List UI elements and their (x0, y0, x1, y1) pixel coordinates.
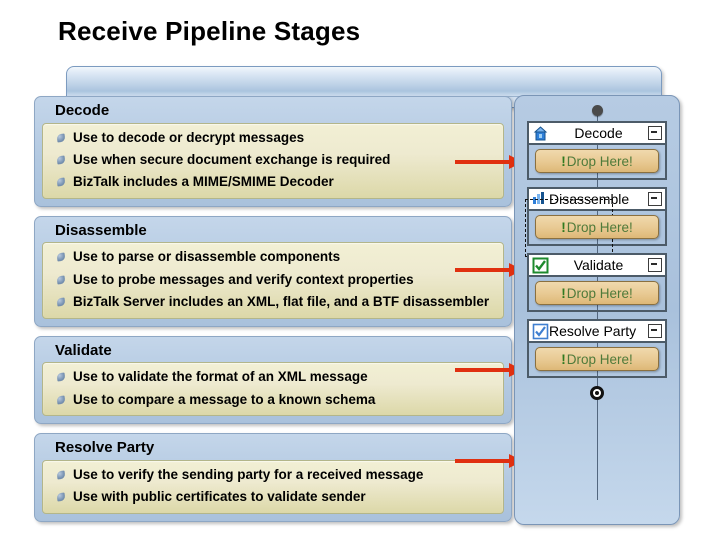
start-node-icon (591, 104, 603, 116)
pipeline-start-node (527, 102, 667, 118)
pipeline-stage-resolve-party[interactable]: Resolve Party (527, 319, 667, 343)
bullet-icon (56, 132, 66, 143)
collapse-toggle-disassemble[interactable] (648, 192, 662, 206)
drop-zone-decode[interactable]: !Drop Here! (527, 145, 667, 180)
pipeline-stage-disassemble[interactable]: Disassemble (527, 187, 667, 211)
drop-here-target-disassemble[interactable]: !Drop Here! (535, 215, 659, 239)
drop-zone-disassemble[interactable]: !Drop Here! (525, 199, 667, 257)
end-node-icon (590, 386, 604, 400)
stage-bullet-box: Use to verify the sending party for a re… (42, 459, 504, 514)
bullet-text: Use to decode or decrypt messages (73, 129, 305, 145)
resolve-party-icon (532, 323, 549, 340)
stage-bullet-box: Use to validate the format of an XML mes… (42, 362, 504, 417)
pipeline-stage-validate[interactable]: Validate (527, 253, 667, 277)
pipeline-designer-panel[interactable]: Decode !Drop Here! Disassemble !Drop Her… (514, 95, 680, 525)
drop-here-label: Drop Here! (566, 219, 633, 235)
drop-here-label: Drop Here! (566, 285, 633, 301)
bullet-icon (56, 297, 66, 307)
bullet-icon (56, 470, 66, 480)
pipeline-stage-label: Validate (573, 257, 624, 273)
stage-card-decode: Decode Use to decode or decrypt messages… (34, 96, 512, 207)
drop-here-target-validate[interactable]: !Drop Here! (535, 281, 659, 305)
drop-here-target-decode[interactable]: !Drop Here! (535, 149, 659, 173)
bullet-icon (56, 177, 66, 187)
list-item: Use to parse or disassemble components (49, 246, 497, 268)
bullet-icon (56, 155, 66, 165)
pipeline-stage-decode[interactable]: Decode (527, 121, 667, 145)
bullet-text: Use when secure document exchange is req… (73, 151, 391, 167)
stage-card-title: Resolve Party (55, 439, 155, 457)
stage-card-validate: Validate Use to validate the format of a… (34, 335, 512, 425)
bullet-text: Use to probe messages and verify context… (73, 271, 414, 287)
stage-card-title: Decode (55, 102, 110, 119)
collapse-toggle-validate[interactable] (648, 258, 662, 272)
drop-zone-resolve-party[interactable]: !Drop Here! (527, 343, 667, 378)
drop-bang-icon: ! (561, 219, 566, 235)
bullet-icon (56, 492, 66, 502)
stage-description-list: Decode Use to decode or decrypt messages… (34, 96, 512, 531)
bullet-text: Use to compare a message to a known sche… (73, 391, 376, 407)
drop-bang-icon: ! (561, 351, 566, 367)
list-item: Use when secure document exchange is req… (49, 149, 497, 171)
bullet-text: BizTalk includes a MIME/SMIME Decoder (73, 174, 334, 190)
validate-icon (532, 257, 549, 274)
list-item: Use to verify the sending party for a re… (49, 464, 497, 486)
bullet-text: Use to verify the sending party for a re… (73, 466, 424, 482)
stage-bullet-box: Use to decode or decrypt messages Use wh… (42, 122, 504, 199)
pipeline-stage-label: Resolve Party (549, 323, 637, 339)
drop-bang-icon: ! (561, 285, 566, 301)
bullet-text: Use to parse or disassemble components (73, 249, 341, 265)
disassemble-icon (532, 191, 549, 208)
bullet-text: BizTalk Server includes an XML, flat fil… (73, 294, 490, 310)
bullet-text: Use with public certificates to validate… (73, 489, 366, 505)
drop-bang-icon: ! (561, 153, 566, 169)
bullet-icon (56, 275, 66, 285)
list-item: BizTalk Server includes an XML, flat fil… (49, 291, 497, 313)
stage-card-disassemble: Disassemble Use to parse or disassemble … (34, 215, 512, 327)
stage-card-resolve-party: Resolve Party Use to verify the sending … (34, 433, 512, 522)
list-item: Use to compare a message to a known sche… (49, 389, 497, 411)
bullet-icon (56, 252, 66, 262)
list-item: Use to decode or decrypt messages (49, 127, 497, 149)
stage-card-title: Disassemble (55, 221, 147, 239)
page-title: Receive Pipeline Stages (58, 16, 361, 46)
pipeline-stage-label: Decode (574, 125, 623, 141)
stage-bullet-box: Use to parse or disassemble components U… (42, 242, 504, 319)
pipeline-stage-label: Disassemble (549, 191, 630, 207)
decode-icon (532, 125, 549, 142)
bullet-text: Use to validate the format of an XML mes… (73, 369, 368, 385)
list-item: Use with public certificates to validate… (49, 486, 497, 508)
collapse-toggle-resolve-party[interactable] (648, 324, 662, 338)
list-item: Use to validate the format of an XML mes… (49, 366, 497, 388)
drop-zone-validate[interactable]: !Drop Here! (527, 277, 667, 312)
list-item: Use to probe messages and verify context… (49, 269, 497, 291)
collapse-toggle-decode[interactable] (648, 126, 662, 140)
drop-here-label: Drop Here! (566, 153, 633, 169)
bullet-icon (56, 395, 66, 405)
pipeline-connector-line (596, 114, 598, 500)
bullet-icon (56, 372, 66, 382)
list-item: BizTalk includes a MIME/SMIME Decoder (49, 171, 497, 193)
drop-here-label: Drop Here! (566, 351, 633, 367)
drop-here-target-resolve-party[interactable]: !Drop Here! (535, 347, 659, 371)
pipeline-end-node (527, 385, 667, 401)
stage-card-title: Validate (55, 341, 112, 359)
